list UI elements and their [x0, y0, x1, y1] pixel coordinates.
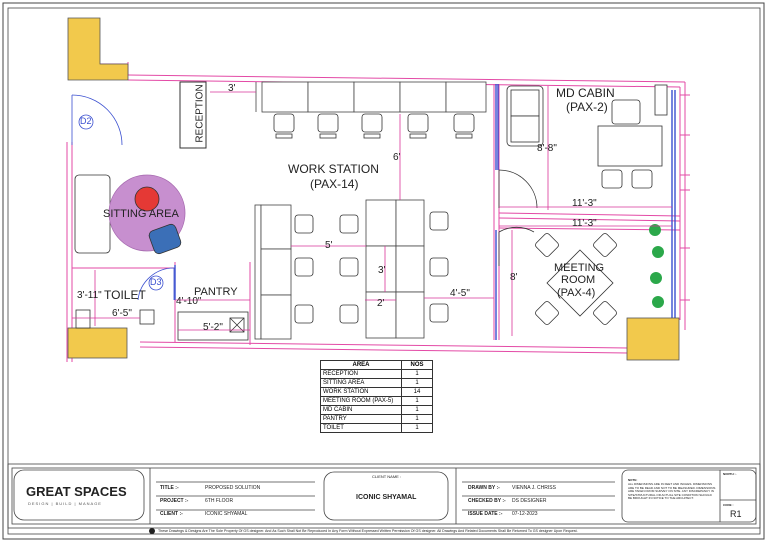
- sitting-area-furniture: [74, 174, 186, 255]
- revision-label: CODE :: [723, 503, 734, 507]
- room-label-work-station: WORK STATION: [288, 162, 379, 176]
- company-tagline: DESIGN | BUILD | MANAGE: [28, 501, 102, 506]
- client-name-label: CLIENT NAME :: [372, 474, 402, 479]
- table-cell: SITTING AREA: [320, 378, 402, 388]
- table-cell: 1: [401, 423, 433, 433]
- room-label-work-station-pax: (PAX-14): [310, 177, 359, 191]
- north-label: NORTH :-: [723, 472, 737, 476]
- workstation-center-block: [365, 199, 425, 339]
- table-cell: 1: [401, 396, 433, 406]
- copyright-icon: [149, 528, 155, 534]
- table-cell: RECEPTION: [320, 369, 402, 379]
- dimension-label: 3': [378, 265, 386, 276]
- dimension-label: 5': [325, 240, 333, 251]
- dimension-label: 6'-5": [112, 308, 132, 319]
- room-label-toilet: TOILET: [104, 288, 146, 302]
- room-label-meeting: MEETING: [554, 262, 605, 274]
- note-label: NOTE:: [628, 478, 638, 482]
- room-label-meeting-pax: (PAX-4): [557, 287, 596, 299]
- table-cell: 1: [401, 414, 433, 424]
- structural-columns: [67, 17, 680, 361]
- drawn-by-value: VIENNA J. CHRISS: [512, 485, 556, 491]
- door-tag-d2: D2: [80, 116, 92, 126]
- room-label-reception: RECEPTION: [194, 84, 206, 143]
- company-logo: GREAT SPACES: [26, 484, 127, 499]
- dimension-label: 4'-5": [450, 288, 470, 299]
- room-label-md-cabin-pax: (PAX-2): [566, 100, 608, 114]
- checked-by-value: DS DESIGNER: [512, 498, 547, 504]
- workstation-top-row: [255, 81, 487, 113]
- plants: [649, 224, 664, 308]
- checked-by-label: CHECKED BY :-: [468, 498, 506, 504]
- table-cell: TOILET: [320, 423, 402, 433]
- issue-date-label: ISSUE DATE :-: [468, 511, 503, 517]
- md-cabin-furniture: [498, 84, 668, 209]
- dimension-label: 4'-10": [176, 296, 202, 307]
- table-cell: 14: [401, 387, 433, 397]
- note-text: ALL DIMENSIONS ARE IN FEET AND INCHES. D…: [628, 482, 716, 501]
- client-value: ICONIC SHYAMAL: [205, 511, 248, 517]
- title-label: TITLE :-: [160, 485, 179, 491]
- column-bottom-left: [67, 327, 128, 359]
- title-block-frame: [7, 463, 761, 529]
- dimension-label: 8': [510, 272, 518, 283]
- drawn-by-label: DRAWN BY :-: [468, 485, 500, 491]
- table-cell: 1: [401, 378, 433, 388]
- dimension-label: 5'-2": [203, 322, 223, 333]
- project-label: PROJECT :-: [160, 498, 189, 504]
- toilet-fixtures: [75, 309, 155, 329]
- client-name-value: ICONIC SHYAMAL: [356, 494, 417, 501]
- workstation-top-chairs: [273, 113, 475, 139]
- table-row: MEETING ROOM (PAX-5)1: [320, 396, 433, 406]
- pantry-counter: [177, 311, 249, 341]
- project-value: 6TH FLOOR: [205, 498, 234, 504]
- dimension-label: 11'-3": [572, 198, 597, 209]
- room-label-sitting-area: SITTING AREA: [103, 208, 179, 220]
- table-header-nos: NOS: [401, 360, 433, 370]
- footer-disclaimer: These Drawings & Designs Are The Sole Pr…: [158, 529, 578, 533]
- room-label-room: ROOM: [561, 274, 596, 286]
- dimension-lines: [72, 86, 672, 336]
- title-value: PROPOSED SOLUTION: [205, 485, 261, 491]
- dimension-label: 2': [377, 298, 385, 309]
- dimension-label: 3'-11": [77, 290, 102, 301]
- dimension-label: 8'-8": [537, 143, 557, 154]
- workstation-left-block: [254, 204, 292, 340]
- room-label-md-cabin: MD CABIN: [556, 86, 615, 100]
- door-d3: [137, 267, 175, 301]
- meeting-room-furniture: [498, 226, 617, 325]
- table-cell: 1: [401, 405, 433, 415]
- reception-desk: [179, 81, 207, 149]
- revision-value: R1: [730, 509, 742, 519]
- column-top-left: [67, 17, 129, 81]
- issue-date-value: 07-12-2023: [512, 511, 538, 517]
- table-header-area: AREA: [320, 360, 402, 370]
- table-cell: 1: [401, 369, 433, 379]
- room-label-pantry: PANTRY: [194, 286, 238, 298]
- glass-partitions: [174, 84, 676, 340]
- table-cell: WORK STATION: [320, 387, 402, 397]
- door-d2: [71, 94, 123, 146]
- dimension-label: 11'-3": [572, 218, 597, 229]
- dimension-label: 6': [393, 152, 401, 163]
- workstation-left-chairs: [294, 214, 359, 324]
- table-cell: MEETING ROOM (PAX-5): [320, 396, 402, 406]
- table-cell: PANTRY: [320, 414, 402, 424]
- client-label: CLIENT :-: [160, 511, 183, 517]
- table-cell: MD CABIN: [320, 405, 402, 415]
- dimension-label: 3': [228, 83, 236, 94]
- door-tag-d3: D3: [150, 277, 162, 287]
- workstation-right-chairs: [429, 211, 449, 323]
- column-bottom-right: [626, 317, 680, 361]
